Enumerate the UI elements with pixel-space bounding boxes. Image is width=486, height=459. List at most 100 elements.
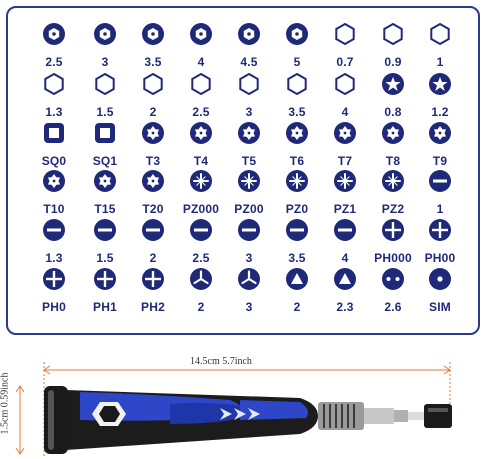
- bit-cell: 2.6: [367, 268, 419, 333]
- bit-cell: T15: [79, 170, 131, 235]
- hex-dot-icon: [190, 23, 212, 45]
- bit-cell: 1.5: [79, 72, 131, 138]
- bit-size-label: 5: [293, 55, 301, 69]
- bit-size-label: 1: [436, 55, 444, 69]
- bit-cell: 2.5: [175, 72, 227, 138]
- bit-size-label: T4: [193, 154, 209, 168]
- bit-size-label: T10: [43, 202, 65, 216]
- bit-size-label: 4: [197, 55, 205, 69]
- bit-size-label: 1.2: [431, 105, 449, 119]
- hex-outline-icon: [239, 72, 259, 96]
- hex-outline-icon: [335, 22, 355, 46]
- screwdriver-illustration: [15, 362, 452, 456]
- bit-cell: 4.5: [223, 23, 275, 88]
- bit-cell: 3: [223, 219, 275, 284]
- bit-size-label: 3: [245, 105, 253, 119]
- bit-cell: PH2: [127, 268, 179, 333]
- bit-cell: PZ2: [367, 170, 419, 235]
- bit-cell: PZ000: [175, 170, 227, 235]
- bit-cell: 3: [79, 23, 131, 88]
- bit-size-label: PH00: [424, 251, 456, 265]
- bit-cell: 0.7: [319, 22, 371, 88]
- bit-cell: 1.3: [28, 72, 80, 138]
- hex-dot-icon: [142, 23, 164, 45]
- torx-icon: [142, 122, 164, 144]
- bit-cell: SQ1: [79, 123, 131, 187]
- bit-size-label: 3: [245, 300, 253, 314]
- bit-cell: PZ1: [319, 170, 371, 235]
- chrome-collar: [318, 402, 408, 430]
- pentalobe-icon: [382, 73, 404, 95]
- bit-cell: PZ00: [223, 170, 275, 235]
- pozidriv-icon: [286, 170, 308, 192]
- bit-size-label: T15: [94, 202, 116, 216]
- torx-icon: [142, 170, 164, 192]
- handle-body: [66, 390, 318, 450]
- bit-size-label: PH000: [374, 251, 412, 265]
- bit-cell: 4: [319, 72, 371, 138]
- bit-cell: 2: [127, 72, 179, 138]
- bit-cell: T20: [127, 170, 179, 235]
- bit-size-label: 4.5: [240, 55, 258, 69]
- bit-cell: T7: [319, 122, 371, 187]
- bit-cell: 1: [414, 170, 466, 235]
- bit-cell: 2.3: [319, 268, 371, 333]
- slotted-icon: [238, 219, 260, 241]
- phillips-icon: [429, 219, 451, 241]
- bit-size-label: T8: [385, 154, 401, 168]
- bit-size-label: 1.3: [45, 251, 63, 265]
- bit-size-label: SIM: [429, 300, 451, 314]
- triangle-icon: [286, 268, 308, 290]
- hex-outline-icon: [44, 72, 64, 96]
- bit-cell: 3.5: [271, 219, 323, 284]
- u-shape-icon: [382, 268, 404, 290]
- slotted-icon: [190, 219, 212, 241]
- torx-icon: [429, 122, 451, 144]
- bit-size-label: 0.8: [384, 105, 402, 119]
- tri-wing-icon: [238, 268, 260, 290]
- bit-cell: 5: [271, 23, 323, 88]
- torx-icon: [382, 122, 404, 144]
- bit-cell: 2: [127, 219, 179, 284]
- bit-size-label: 2.5: [192, 251, 210, 265]
- sim-pin-icon: [429, 268, 451, 290]
- bit-size-label: 4: [341, 251, 349, 265]
- pozidriv-icon: [238, 170, 260, 192]
- phillips-icon: [94, 268, 116, 290]
- extension-bit: [408, 404, 452, 428]
- hex-outline-icon: [287, 72, 307, 96]
- slotted-icon: [334, 219, 356, 241]
- torx-icon: [286, 122, 308, 144]
- torx-icon: [190, 122, 212, 144]
- bit-size-label: 2.6: [384, 300, 402, 314]
- bit-cell: T4: [175, 122, 227, 187]
- bit-size-label: 2.5: [192, 105, 210, 119]
- bit-size-label: 3: [101, 55, 109, 69]
- bit-size-label: PZ00: [234, 202, 264, 216]
- bit-size-label: T6: [289, 154, 305, 168]
- bit-size-label: 3.5: [288, 251, 306, 265]
- bit-size-label: T5: [241, 154, 257, 168]
- bit-cell: 1: [414, 22, 466, 88]
- bit-cell: 3: [223, 268, 275, 333]
- slotted-icon: [286, 219, 308, 241]
- torx-icon: [43, 170, 65, 192]
- hex-dot-icon: [94, 23, 116, 45]
- bit-size-label: 3.5: [288, 105, 306, 119]
- bit-size-label: T20: [142, 202, 164, 216]
- bit-cell: SIM: [414, 268, 466, 333]
- bit-cell: 1.5: [79, 219, 131, 284]
- bit-size-label: T3: [145, 154, 161, 168]
- bit-size-label: 2.3: [336, 300, 354, 314]
- bit-size-label: 3.5: [144, 55, 162, 69]
- bit-size-label: PZ1: [333, 202, 357, 216]
- hex-outline-icon: [335, 72, 355, 96]
- hex-outline-icon: [143, 72, 163, 96]
- bit-cell: 2: [271, 268, 323, 333]
- torx-icon: [238, 122, 260, 144]
- bit-cell: 0.9: [367, 22, 419, 88]
- bit-cell: 3.5: [127, 23, 179, 88]
- bit-cell: 3.5: [271, 72, 323, 138]
- bit-cell: 1.3: [28, 219, 80, 284]
